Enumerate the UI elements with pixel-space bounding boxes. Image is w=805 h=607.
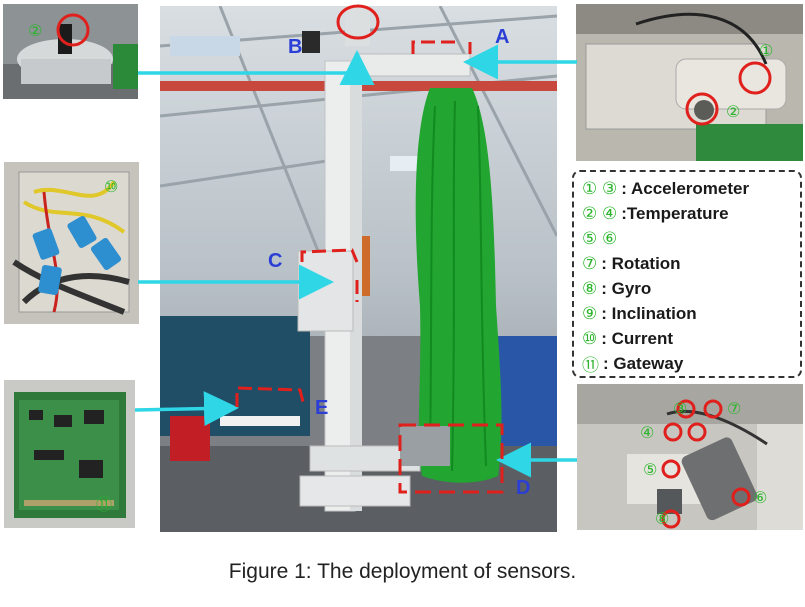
arrow-inset-e [134, 391, 239, 427]
label-b: B [288, 36, 302, 58]
sensor-legend: ① ③: Accelerometer ② ④:Temperature ⑤ ⑥ ⑦… [572, 170, 802, 378]
highlight-d [398, 423, 504, 494]
marker-7: ⑦ [727, 399, 741, 418]
label-c: C [268, 250, 282, 272]
arrow-inset-b [138, 50, 375, 85]
marker-2-top-right: ② [726, 102, 740, 121]
figure-caption: Figure 1: The deployment of sensors. [228, 560, 577, 583]
marker-8: ⑧ [655, 509, 669, 528]
legend-label: :Temperature [621, 203, 729, 223]
marker-2-top-left: ② [28, 21, 42, 40]
legend-label: : Inclination [601, 303, 697, 323]
marker-3: ③ [673, 399, 687, 418]
highlight-inset-tl [56, 13, 90, 47]
legend-number: ⑤ ⑥ [582, 228, 618, 248]
legend-number: ⑦ [582, 253, 598, 273]
legend-number: ① ③ [582, 178, 618, 198]
marker-6: ⑥ [753, 488, 767, 507]
label-a: A [495, 26, 509, 48]
legend-label: : Gateway [603, 353, 684, 373]
legend-label: : Rotation [601, 253, 681, 273]
main-machine-photo [160, 6, 557, 532]
label-d: D [516, 477, 530, 499]
legend-row: ⑨: Inclination [574, 301, 800, 326]
highlight-c [300, 248, 359, 302]
highlight-a [411, 40, 472, 54]
legend-number: ② ④ [582, 203, 618, 223]
legend-number: ⑨ [582, 303, 598, 323]
highlight-inset-tr-1 [738, 61, 772, 95]
marker-1-top-right: ① [759, 41, 773, 60]
legend-label: : Accelerometer [621, 178, 750, 198]
inset-left-middle-photo [4, 162, 139, 324]
legend-row: ⑩: Current [574, 326, 800, 351]
marker-4: ④ [640, 423, 654, 442]
highlight-inset-tr-2 [685, 92, 719, 126]
legend-number: ⑩ [582, 328, 598, 348]
legend-row: ⑦: Rotation [574, 251, 800, 276]
label-e: E [315, 397, 328, 419]
highlight-b [336, 4, 380, 40]
legend-number: ⑪ [582, 356, 599, 375]
marker-11: ⑪ [96, 495, 112, 514]
marker-10: ⑩ [104, 177, 118, 196]
legend-label: : Current [601, 328, 674, 348]
legend-number: ⑧ [582, 278, 598, 298]
highlight-e [235, 386, 305, 407]
legend-row: ① ③: Accelerometer [574, 176, 800, 201]
inset-bottom-right-photo [577, 384, 803, 530]
inset-top-left-photo [3, 4, 138, 99]
legend-row: ⑧: Gyro [574, 276, 800, 301]
inset-bottom-left-photo [4, 380, 135, 528]
marker-5: ⑤ [643, 460, 657, 479]
inset-top-right-photo [576, 4, 803, 161]
legend-row: ② ④:Temperature [574, 201, 800, 226]
legend-row: ⑤ ⑥ [574, 226, 800, 251]
legend-label: : Gyro [601, 278, 652, 298]
legend-row: ⑪: Gateway [574, 351, 800, 376]
